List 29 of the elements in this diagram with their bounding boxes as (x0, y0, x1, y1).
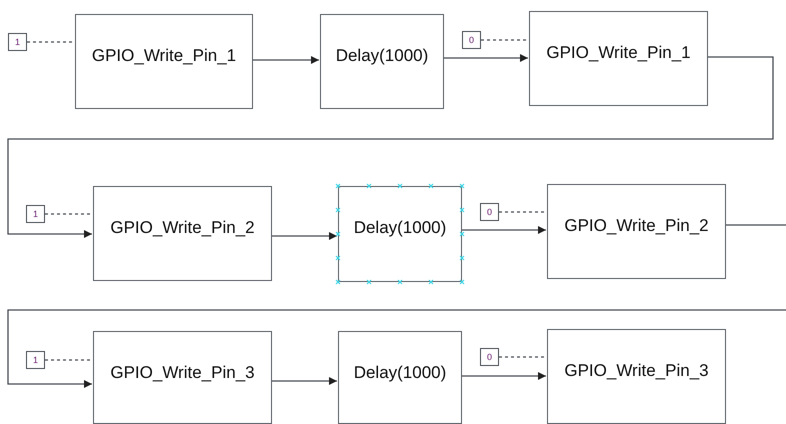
function-block: GPIO_Write_Pin_1 (529, 11, 708, 106)
dotted-signal-line (499, 356, 547, 358)
arrow (272, 232, 337, 240)
constant-block: 0 (480, 348, 499, 366)
constant-block: 0 (462, 31, 481, 49)
arrow (7, 56, 774, 238)
arrow (253, 56, 319, 64)
dotted-signal-line (499, 211, 547, 213)
dotted-signal-line (27, 41, 75, 43)
function-block: GPIO_Write_Pin_2 (93, 186, 272, 281)
constant-block: 1 (8, 33, 27, 51)
arrow (462, 226, 546, 234)
function-block: GPIO_Write_Pin_3 (93, 331, 272, 424)
constant-block: 0 (480, 203, 499, 221)
function-block: Delay(1000) (338, 186, 462, 282)
dotted-signal-line (45, 213, 93, 215)
function-block: GPIO_Write_Pin_1 (75, 14, 253, 109)
function-block: GPIO_Write_Pin_3 (547, 329, 726, 424)
arrow (462, 372, 546, 380)
function-block: Delay(1000) (338, 331, 462, 424)
dotted-signal-line (45, 359, 93, 361)
arrow (7, 309, 786, 388)
arrow (444, 54, 528, 62)
function-block: Delay(1000) (320, 14, 444, 109)
dotted-signal-line (481, 39, 529, 41)
constant-block: 1 (26, 205, 45, 223)
constant-block: 1 (26, 351, 45, 369)
arrow (272, 377, 337, 385)
function-block: GPIO_Write_Pin_2 (547, 184, 726, 279)
